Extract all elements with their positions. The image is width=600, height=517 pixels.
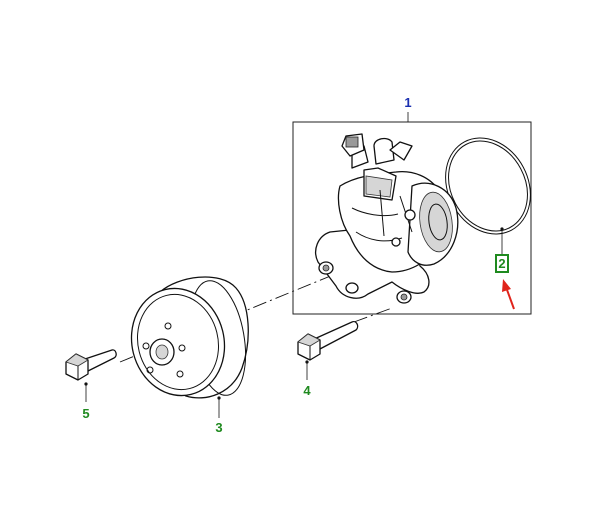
callout-5-label[interactable]: 5 [82, 406, 89, 421]
callout-2-highlight-box [495, 254, 509, 273]
callout-4-label[interactable]: 4 [303, 383, 311, 398]
callout-3-label[interactable]: 3 [215, 420, 222, 435]
pulley[interactable] [120, 276, 253, 405]
callout-3-dot [217, 396, 221, 400]
bolt-centerline [353, 307, 393, 323]
callout-5-dot [84, 382, 88, 386]
pulley-bolt[interactable] [65, 349, 117, 381]
assembly-frame [292, 121, 532, 315]
callout-2-dot [500, 227, 504, 231]
pump-bolt[interactable] [297, 320, 359, 361]
red-arrow-icon [502, 279, 515, 310]
callout-1-label[interactable]: 1 [404, 95, 411, 110]
water-pump-body[interactable] [315, 133, 459, 304]
callout-2-label[interactable]: 2 [498, 256, 505, 271]
callout-4-dot [305, 360, 309, 364]
